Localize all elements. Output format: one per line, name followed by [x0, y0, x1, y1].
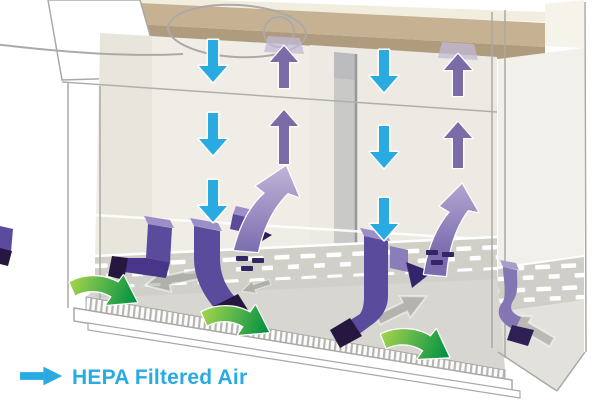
down-arrow-icon: [368, 196, 400, 242]
right-arrow-icon: [20, 366, 63, 386]
down-arrow-icon: [197, 178, 229, 224]
down-arrow-icon: [197, 38, 229, 84]
center-divider: [334, 52, 358, 245]
down-arrow-icon: [368, 48, 400, 94]
up-arrow-icon: [442, 52, 474, 98]
hepa-downflow-arrows: [197, 38, 400, 242]
up-arrow-icon: [442, 120, 474, 170]
front-lip: [87, 322, 521, 399]
legend: HEPA Filtered Air: [20, 366, 247, 389]
ribbon-arrow-icon: [390, 246, 432, 288]
up-arrow-icon: [268, 108, 300, 166]
legend-label: HEPA Filtered Air: [72, 366, 247, 389]
roof-wedge: [545, 0, 584, 48]
filter-entry-glow: [438, 42, 478, 60]
up-arrow-icon: [268, 44, 300, 90]
return-air-up-arrows: [268, 44, 474, 170]
grille-slat-shadows: [236, 250, 454, 271]
down-arrow-icon: [197, 111, 229, 157]
sash-top-edge: [61, 81, 498, 113]
front-grille: [73, 296, 521, 399]
ribbon-arrow-icon: [498, 260, 534, 346]
ribbon-arrow-icon: [0, 226, 13, 266]
ribbon-arrow-icon: [108, 216, 174, 280]
down-arrow-icon: [368, 124, 400, 170]
captured-air-ribbons: [0, 206, 534, 348]
curved-up-arrow-icon: [232, 164, 301, 254]
